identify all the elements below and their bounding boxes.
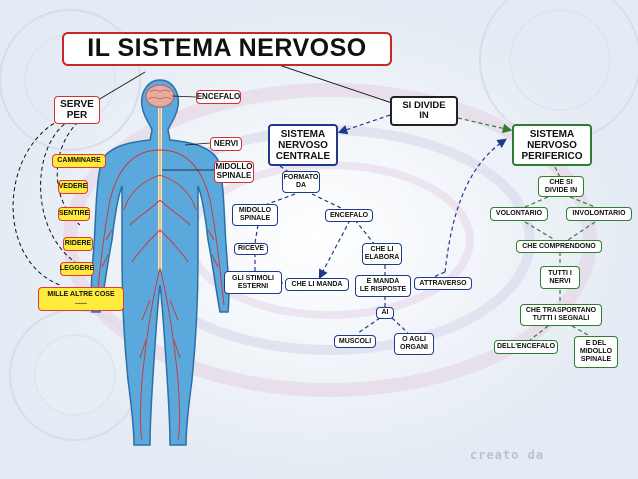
volontario: VOLONTARIO — [490, 207, 548, 221]
organi: O AGLI ORGANI — [394, 333, 434, 355]
involontario: INVOLONTARIO — [566, 207, 632, 221]
ai: AI — [376, 307, 394, 319]
dell-encefalo: DELL'ENCEFALO — [494, 340, 558, 354]
sistema-nervoso-centrale: SISTEMA NERVOSO CENTRALE — [268, 124, 338, 166]
serve-item-mille-altre-cose: MILLE ALTRE COSE ...... — [38, 287, 124, 311]
central-encefalo: ENCEFALO — [325, 209, 373, 222]
che-trasportano: CHE TRASPORTANO TUTTI I SEGNALI — [520, 304, 602, 326]
peripheral-connectors — [457, 117, 596, 341]
watermark: creato da — [470, 448, 545, 462]
label-encefalo: ENCEFALO — [196, 90, 241, 104]
si-divide-in: SI DIVIDE IN — [390, 96, 458, 126]
che-si-divide-in: CHE SI DIVIDE IN — [538, 176, 584, 197]
title-connector — [269, 61, 393, 104]
central-midollo-spinale: MIDOLLO SPINALE — [232, 204, 278, 226]
e-del-midollo-spinale: E DEL MIDOLLO SPINALE — [574, 336, 618, 368]
che-comprendono: CHE COMPRENDONO — [516, 240, 602, 253]
serve-item-sentire: SENTIRE — [58, 207, 90, 221]
e-manda-le-risposte: E MANDA LE RISPOSTE — [355, 275, 411, 297]
stimoli-esterni: GLI STIMOLI ESTERNI — [224, 271, 282, 294]
serve-item-ridere: RIDERE — [63, 237, 93, 251]
tutti-i-nervi: TUTTI I NERVI — [540, 266, 580, 289]
riceve: RICEVE — [234, 243, 268, 255]
serve-per-arcs — [12, 119, 81, 286]
serve-item-leggere: LEGGERE — [60, 262, 94, 276]
serve-item-vedere: VEDERE — [58, 180, 88, 194]
page-title: IL SISTEMA NERVOSO — [62, 32, 392, 66]
che-li-manda: CHE LI MANDA — [285, 278, 349, 291]
che-li-elabora: CHE LI ELABORA — [362, 243, 402, 265]
attraverso: ATTRAVERSO — [414, 277, 472, 290]
serve-item-camminare: CAMMINARE — [52, 154, 106, 168]
label-midollo-spinale: MIDOLLO SPINALE — [214, 161, 254, 183]
human-body-figure — [90, 79, 230, 446]
formato-da: FORMATO DA — [282, 171, 320, 193]
label-nervi: NERVI — [210, 137, 242, 151]
sistema-nervoso-periferico: SISTEMA NERVOSO PERIFERICO — [512, 124, 592, 166]
serve-per-label: SERVE PER — [54, 96, 100, 124]
muscoli: MUSCOLI — [334, 335, 376, 348]
